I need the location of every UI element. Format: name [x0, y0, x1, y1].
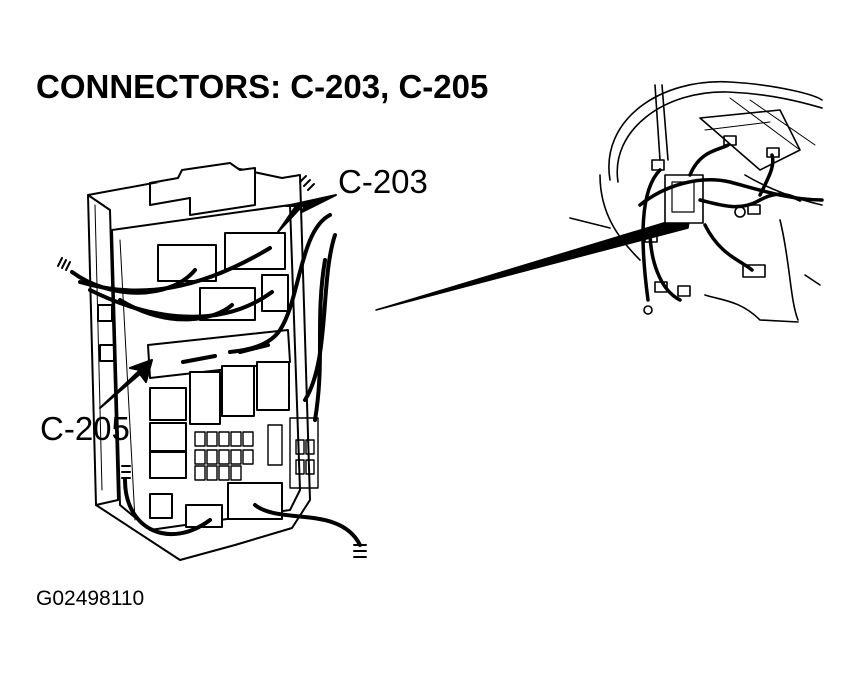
c203-label: C-203: [338, 163, 428, 200]
c205-label: C-205: [40, 410, 130, 447]
diagram-title: CONNECTORS: C-203, C-205: [36, 68, 489, 105]
dashboard-harness: [638, 143, 824, 302]
c203-arrow: [277, 194, 337, 233]
dashboard-view: [569, 81, 823, 323]
junction-wiring: [70, 213, 362, 547]
junction-block: [87, 162, 319, 561]
figure-id: G02498110: [36, 587, 145, 610]
c205-arrow: [99, 359, 153, 409]
